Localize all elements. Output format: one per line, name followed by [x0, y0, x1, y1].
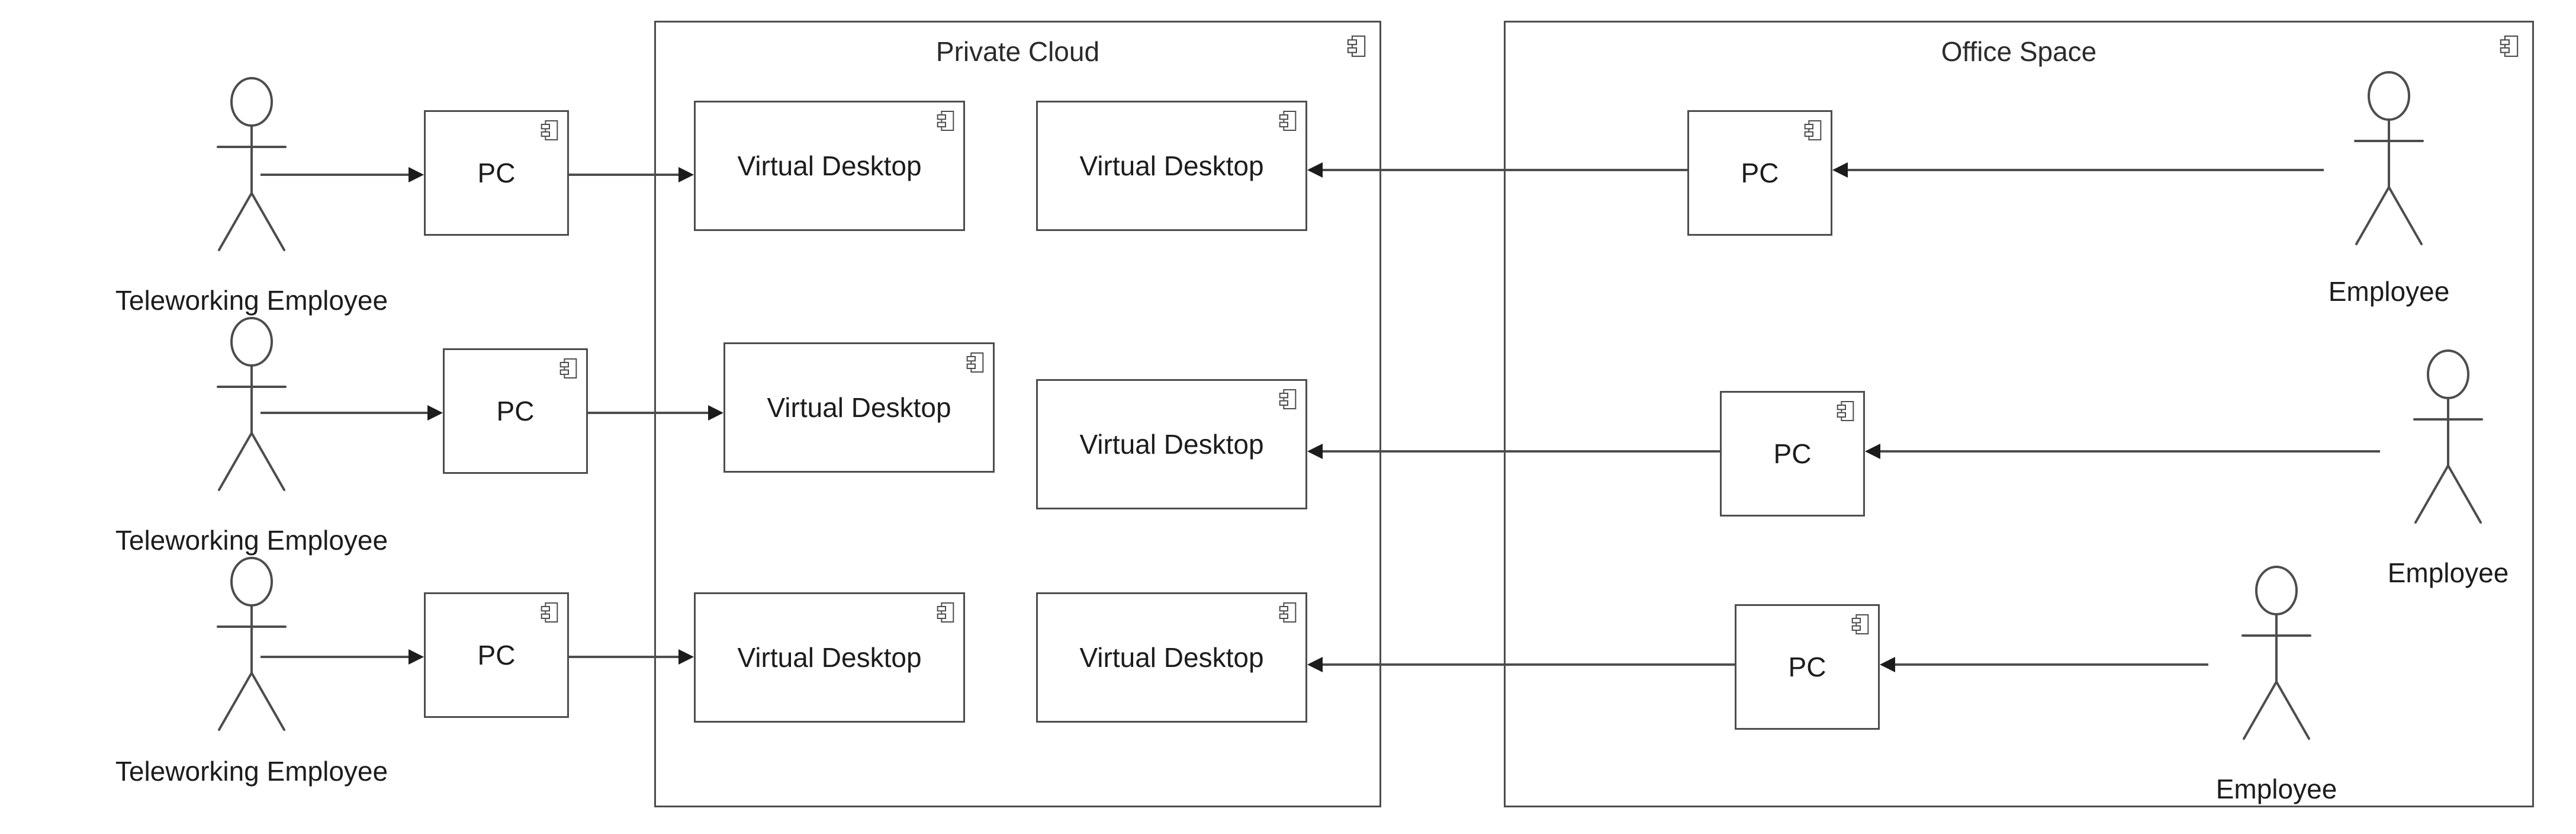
node-vd-right-1[interactable]: Virtual Desktop	[1036, 101, 1307, 231]
connector-conn-pc1-vd1	[569, 163, 694, 187]
actor-employee-2[interactable]	[2404, 349, 2493, 527]
node-pc-office-1[interactable]: PC	[1687, 110, 1832, 236]
component-icon	[2499, 34, 2519, 58]
node-pc-tele-1[interactable]: PC	[424, 110, 569, 236]
actor-label: Employee	[2215, 774, 2337, 804]
node-label: Virtual Desktop	[1079, 150, 1264, 181]
node-vd-right-3[interactable]: Virtual Desktop	[1036, 592, 1307, 723]
actor-label: Teleworking Employee	[115, 756, 388, 787]
actor-employee-3[interactable]	[2232, 566, 2321, 743]
node-vd-left-1[interactable]: Virtual Desktop	[694, 101, 965, 231]
package-title: Private Cloud	[935, 36, 1100, 67]
component-icon	[1278, 110, 1297, 132]
actor-employee-1[interactable]	[2345, 71, 2433, 249]
component-icon	[1346, 34, 1366, 58]
connector-conn-tele2-pc2	[261, 401, 443, 425]
node-label: Virtual Desktop	[737, 150, 922, 181]
connector-conn-emp1-pcoffice1	[1832, 158, 2324, 182]
component-icon	[1851, 613, 1870, 636]
connector-conn-pcoffice3-vdright3	[1307, 653, 1735, 676]
node-pc-office-2[interactable]: PC	[1720, 391, 1865, 517]
component-icon	[1803, 119, 1822, 142]
actor-label: Teleworking Employee	[115, 525, 388, 556]
connector-conn-pc2-vd2	[588, 401, 723, 425]
package-title: Office Space	[1941, 36, 2097, 67]
node-label: PC	[477, 158, 516, 188]
node-pc-office-3[interactable]: PC	[1735, 604, 1880, 730]
node-label: PC	[1788, 652, 1826, 682]
package-office-space[interactable]: Office Space	[1504, 21, 2534, 807]
connector-conn-pc3-vd3	[569, 645, 694, 669]
actor-teleworking-employee-1[interactable]	[207, 77, 296, 255]
connector-conn-tele1-pc1	[261, 163, 424, 187]
component-icon	[966, 351, 985, 374]
node-vd-left-2[interactable]: Virtual Desktop	[723, 342, 995, 473]
connector-conn-tele3-pc3	[261, 645, 424, 669]
node-vd-left-3[interactable]: Virtual Desktop	[694, 592, 965, 723]
component-icon	[559, 357, 578, 380]
component-icon	[1836, 400, 1855, 422]
actor-teleworking-employee-2[interactable]	[207, 317, 296, 495]
actor-label: Employee	[2387, 557, 2509, 588]
node-vd-right-2[interactable]: Virtual Desktop	[1036, 379, 1307, 509]
node-pc-tele-3[interactable]: PC	[424, 592, 569, 718]
connector-conn-emp2-pcoffice2	[1865, 440, 2380, 463]
node-label: PC	[1773, 438, 1812, 469]
actor-label: Teleworking Employee	[115, 285, 388, 316]
node-label: PC	[1741, 158, 1779, 188]
component-icon	[936, 110, 955, 132]
node-pc-tele-2[interactable]: PC	[443, 348, 588, 474]
node-label: PC	[477, 640, 516, 671]
actor-label: Employee	[2328, 276, 2450, 307]
component-icon	[936, 601, 955, 624]
connector-conn-pcoffice2-vdright2	[1307, 440, 1720, 463]
component-icon	[540, 119, 559, 142]
node-label: Virtual Desktop	[1079, 642, 1264, 673]
connector-conn-emp3-pcoffice3	[1880, 653, 2208, 676]
node-label: Virtual Desktop	[767, 392, 951, 423]
component-icon	[1278, 388, 1297, 410]
component-icon	[1278, 601, 1297, 624]
node-label: Virtual Desktop	[737, 642, 922, 673]
connector-conn-pcoffice1-vdright1	[1307, 158, 1687, 182]
component-icon	[540, 601, 559, 624]
node-label: Virtual Desktop	[1079, 429, 1264, 460]
node-label: PC	[496, 396, 535, 426]
actor-teleworking-employee-3[interactable]	[207, 557, 296, 734]
